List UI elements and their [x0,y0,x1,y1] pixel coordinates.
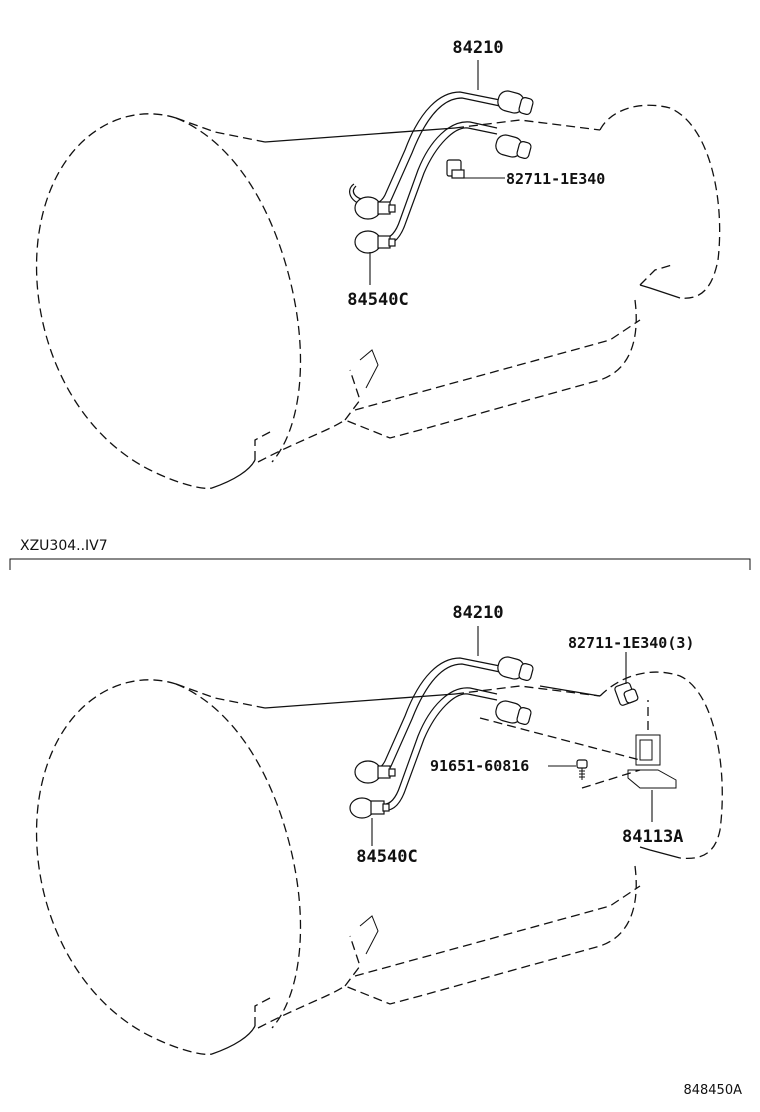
wire-harness-bottom [364,657,501,811]
clamp-part-top [446,159,465,179]
label-clamp-bottom: 82711-1E340(3) [568,634,694,652]
label-harness-bottom: 84210 [452,603,503,623]
bolt-part-bottom [576,759,588,780]
bracket-part-bottom [479,700,677,789]
switch-part-top-2 [354,230,396,254]
section-divider: XZU304..IV7 [9,538,751,570]
bottom-view: 84210 82711-1E340(3) 91651-60816 84113A … [35,603,723,1056]
label-harness-top: 84210 [452,38,503,58]
connector-top-upper [497,90,534,115]
label-switch-bottom: 84540C [356,847,417,867]
switch-part-top-1 [354,196,396,220]
transmission-body-bottom [35,671,723,1056]
top-view: 84210 82711-1E340 84540C [35,38,721,490]
connector-bottom-upper [497,656,534,681]
label-bolt-bottom: 91651-60816 [430,757,529,775]
switch-part-bottom-1 [354,760,396,784]
connector-bottom-lower [495,700,532,725]
switch-part-bottom-2 [349,797,390,819]
connector-top-lower [495,134,532,159]
label-bracket-bottom: 84113A [622,827,683,847]
wire-harness-top [349,91,501,245]
section-divider-label: XZU304..IV7 [20,538,108,554]
label-clamp-top: 82711-1E340 [506,170,605,188]
label-switch-top: 84540C [347,290,408,310]
transmission-body-top [35,104,721,490]
figure-number: 848450A [683,1083,742,1098]
clamp-part-bottom [614,682,639,706]
